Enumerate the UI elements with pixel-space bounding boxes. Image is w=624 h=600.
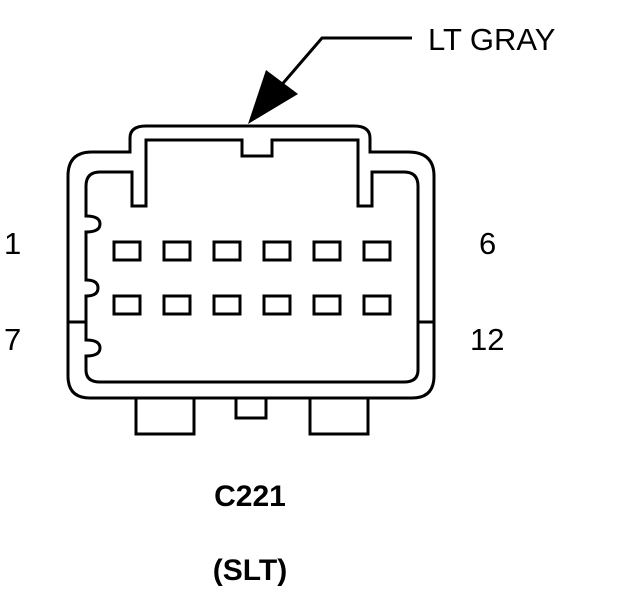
connector-id: C221 — [214, 480, 286, 513]
connector-variant: (SLT) — [212, 554, 288, 587]
pin-cavity — [112, 294, 142, 316]
bottom-tab-right — [308, 396, 370, 436]
bottom-tab-center — [234, 396, 268, 420]
pin-cavity — [312, 294, 342, 316]
pin-cavity — [212, 240, 242, 262]
pin-cavity — [262, 240, 292, 262]
pin-cavity — [212, 294, 242, 316]
pin-cavity — [162, 294, 192, 316]
pin-label-6: 6 — [479, 226, 497, 261]
pin-cavity — [262, 294, 292, 316]
pin-cavity — [312, 240, 342, 262]
pin-cavity — [112, 240, 142, 262]
bottom-tab-left — [134, 396, 196, 436]
wire-color-label: LT GRAY — [428, 22, 556, 57]
color-leader-arrow — [248, 36, 412, 124]
pin-label-1: 1 — [4, 226, 22, 261]
pin-cavity — [162, 240, 192, 262]
pin-row-top — [112, 240, 392, 262]
pin-row-bottom — [112, 294, 392, 316]
connector-cavity — [84, 138, 420, 384]
pin-label-12: 12 — [470, 322, 505, 357]
pin-cavity — [362, 294, 392, 316]
pin-cavity — [362, 240, 392, 262]
pin-label-7: 7 — [4, 322, 22, 357]
